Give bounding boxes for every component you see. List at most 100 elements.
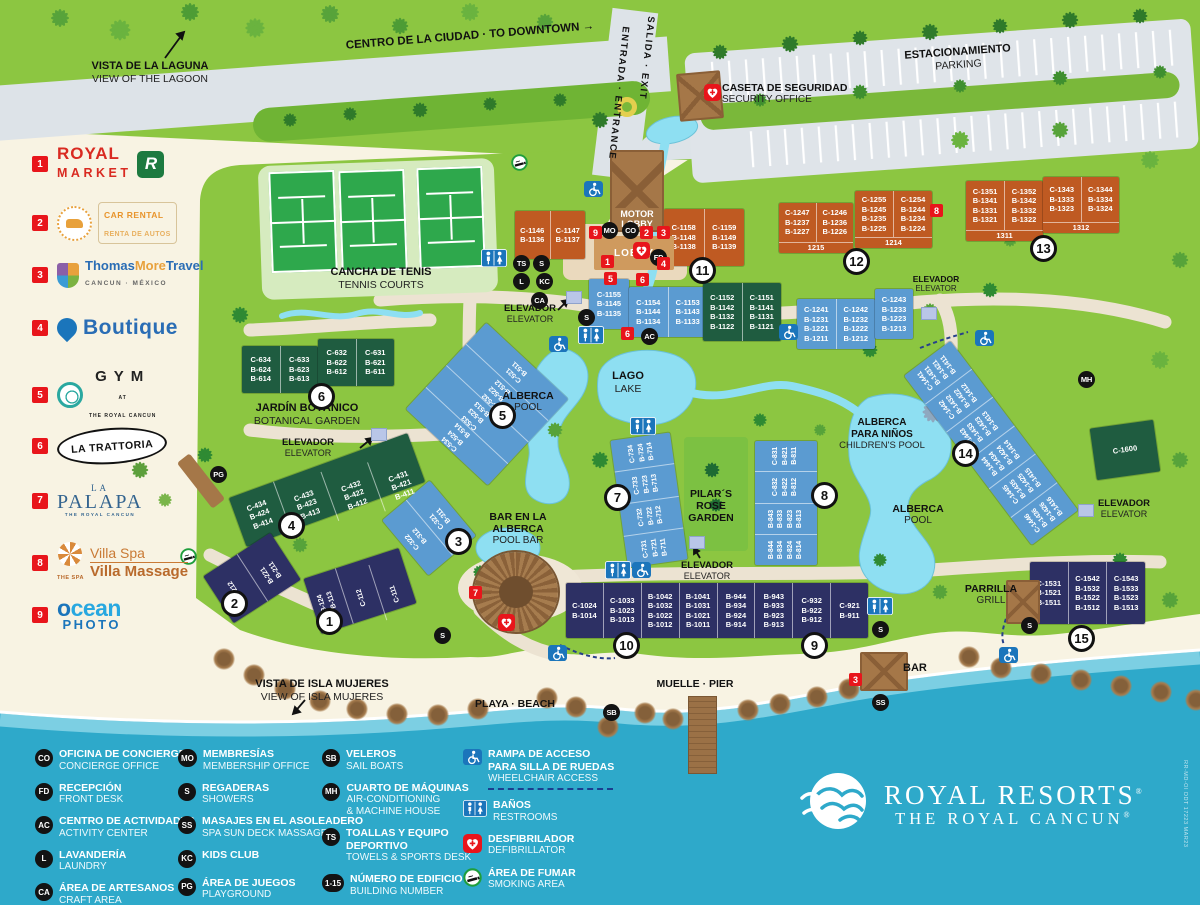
badge-s: S — [434, 627, 451, 644]
restrooms-icon — [867, 597, 893, 616]
building-number-marker-5: 5 — [489, 402, 516, 429]
badge-s: S — [872, 621, 889, 638]
elevator-square — [371, 428, 387, 441]
legend-label-es: ÁREA DE FUMAR — [488, 866, 576, 879]
tennis-court — [416, 165, 486, 270]
elevator-botanical-label-en: ELEVATOR — [284, 448, 332, 458]
badge-co: CO — [622, 222, 639, 239]
unit-number: B-1244 — [900, 204, 926, 214]
unit-number: B-714 — [646, 441, 656, 461]
unit-number: B-911 — [839, 610, 860, 620]
unit-number: B-834 — [777, 540, 784, 559]
unit-number: C-1158 — [671, 223, 696, 233]
unit-number: B-1521 — [1036, 588, 1062, 598]
parrilla-grill-label-es: PARRILLA — [964, 583, 1018, 595]
unit-number: B-822 — [781, 478, 789, 497]
wheelchair-access-icon — [779, 324, 798, 341]
unit-number: B-824 — [786, 540, 794, 559]
unit-number: C-1352 — [1011, 186, 1037, 196]
restrooms-icon — [578, 326, 604, 345]
legend-icon: 1-15 — [322, 874, 345, 892]
playa-beach-label: PLAYA · BEACH — [455, 698, 575, 710]
pool-bar-label-es: BAR EN LA ALBERCA — [489, 511, 547, 535]
unit-number: B-944 — [725, 591, 747, 601]
unit-number: C-634 — [250, 355, 271, 365]
unit-number: B-613 — [289, 374, 310, 384]
unit-number: B-1523 — [1113, 593, 1139, 602]
parrilla-grill-label-en: GRILL — [976, 595, 1006, 606]
unit-number: C-1159 — [712, 223, 737, 233]
legend-label-es: OFICINA DE CONCIERGE — [59, 748, 186, 760]
legend-icon: PG — [178, 877, 196, 896]
thomas-more-travel-text: Travel — [165, 258, 204, 273]
amenity-number-1: 1 — [32, 156, 48, 172]
gym-text: AT — [118, 395, 127, 401]
vista-isla-label-es: VISTA DE ISLA MUJERES — [255, 678, 389, 690]
unit-number: C-831 — [772, 447, 780, 466]
unit-number: B-1511 — [1036, 597, 1061, 607]
legend-badge-1-15: 1-15 — [322, 874, 345, 892]
gym-text: THE ROYAL CANCUN — [89, 413, 157, 419]
amenity-marker-3: 3 — [849, 673, 862, 686]
building-number-marker-9: 9 — [801, 632, 828, 659]
unit-number: C-1600 — [1112, 443, 1138, 456]
building-group-number: 1311 — [966, 230, 1043, 241]
unit-number: C-1153 — [675, 297, 700, 307]
elevator-lobby-label-en: ELEVATOR — [506, 314, 554, 324]
amenity-number-8: 8 — [32, 555, 48, 571]
unit-number: B-922 — [801, 605, 822, 615]
badge-ts: TS — [513, 255, 530, 272]
villa-spa-text: Villa Massage — [89, 562, 189, 580]
unit-number: C-832 — [772, 478, 780, 497]
wheelchair-access-icon — [632, 562, 651, 579]
lago-label-en: LAKE — [614, 382, 642, 395]
unit-number: C-631 — [365, 348, 386, 358]
unit-number: C-1255 — [861, 195, 887, 204]
unit-number: B-622 — [326, 357, 347, 367]
legend-label-en: SHOWERS — [202, 794, 254, 805]
unit-number: B-1145 — [596, 299, 622, 309]
elevator-square — [921, 307, 937, 320]
villa-spa-text: THE SPA — [57, 575, 84, 581]
legend-wheel-icon — [463, 749, 482, 770]
unit-number: B-1138 — [671, 242, 696, 252]
vista-laguna-label-es: VISTA DE LA LAGUNA — [91, 60, 209, 72]
legend-badge-ts: TS — [322, 828, 340, 846]
legend-smoke-icon — [463, 867, 482, 892]
nautilus-shell-icon — [57, 382, 83, 408]
brand-name: ROYAL RESORTS® — [884, 779, 1145, 810]
